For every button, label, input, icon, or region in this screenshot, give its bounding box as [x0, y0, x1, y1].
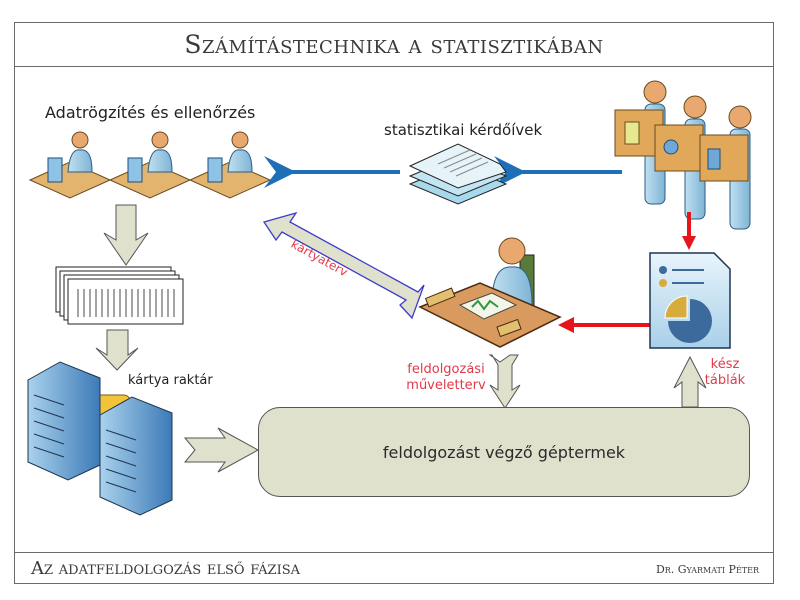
planner-at-desk-icon	[418, 237, 562, 348]
respondents-with-boxes-icon	[614, 80, 752, 230]
report-document-icon	[649, 252, 731, 349]
finished-tables-label-line1: kész	[710, 357, 740, 372]
block-arrow-entry-to-cards	[103, 204, 149, 266]
block-arrow-card-design	[262, 211, 425, 320]
workstation-icon	[28, 131, 112, 199]
machine-room-label: feldolgozást végző géptermek	[382, 442, 626, 462]
processing-plan-label-line2: műveletterv	[406, 378, 486, 393]
data-entry-workstations	[28, 131, 272, 199]
footer-author: Dr. Gyarmati Péter	[655, 563, 759, 576]
questionnaires-icon	[408, 143, 508, 205]
finished-tables-label: kész táblák	[700, 357, 750, 389]
block-arrow-planner-to-machine-room	[488, 354, 521, 409]
processing-plan-label-line1: feldolgozási	[407, 362, 485, 377]
processing-plan-label: feldolgozási műveletterv	[400, 362, 492, 394]
card-storage-label: kártya raktár	[128, 373, 213, 388]
workstation-icon	[188, 131, 272, 199]
flow-arrow-report-to-planner	[558, 317, 650, 333]
data-entry-label: Adatrögzítés és ellenőrzés	[45, 103, 256, 122]
finished-tables-label-line2: táblák	[704, 373, 746, 388]
block-arrow-cards-to-storage	[95, 329, 139, 371]
machine-room-box: feldolgozást végző géptermek	[258, 407, 750, 497]
flow-arrow-respondents-to-report	[682, 212, 696, 250]
punch-cards-icon	[55, 266, 184, 325]
block-arrow-machine-room-to-report	[673, 355, 707, 408]
slide-title: Számítástechnika a statisztikában	[184, 30, 604, 59]
questionnaires-label: statisztikai kérdőívek	[384, 121, 543, 139]
footer-bar: Az adatfeldolgozás első fázisa Dr. Gyarm…	[14, 552, 774, 584]
card-storage-servers-icon	[27, 361, 173, 516]
title-bar: Számítástechnika a statisztikában	[14, 22, 774, 67]
workstation-icon	[108, 131, 192, 199]
footer-subtitle: Az adatfeldolgozás első fázisa	[31, 558, 301, 579]
block-arrow-storage-to-machine-room	[183, 427, 260, 473]
